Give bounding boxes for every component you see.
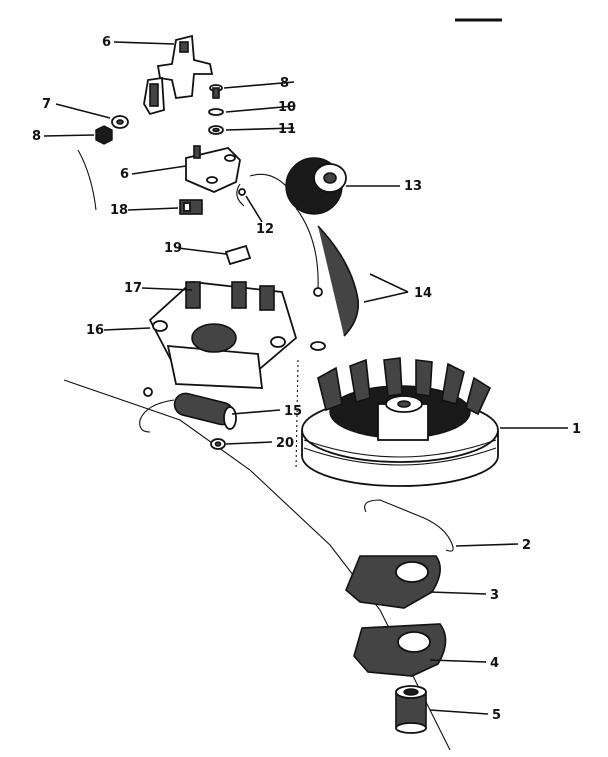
callout-9: 8 [280,76,289,91]
callout-labels: 6 8 7 10 11 8 6 13 18 12 19 14 17 16 15 … [32,35,581,723]
part-17-pole-pieces [185,281,275,311]
callout-19: 19 [164,241,182,256]
callout-6-top: 6 [102,35,111,50]
callout-6-lower: 6 [120,167,129,182]
part-8-nut [95,125,113,145]
part-11-washer [208,125,224,135]
part-3-cover [345,555,441,609]
part-7-washer [111,115,129,129]
part-5-bushing [395,685,427,734]
callout-18: 18 [110,203,128,218]
callout-14: 14 [414,286,432,301]
callout-8: 8 [32,129,41,144]
part-12-wire-clip [236,183,246,207]
part-6-lower-plate [185,145,241,193]
callout-5: 5 [492,708,501,723]
callout-15: 15 [284,404,302,419]
part-9-screw [209,84,223,99]
callout-20: 20 [276,436,294,451]
callout-3: 3 [490,588,499,603]
part-6-upper-bracket [143,34,214,116]
part-20-nut [210,438,226,450]
part-2-spring-clip [364,499,454,552]
part-4-gasket [353,623,447,677]
part-10-washer [208,108,224,116]
callout-13: 13 [404,179,422,194]
callout-11: 11 [278,122,296,137]
part-18-block [179,199,203,215]
callout-12: 12 [256,222,274,237]
part-14-leads [295,207,360,351]
leader-lines [43,41,568,715]
callout-2: 2 [522,538,531,553]
callout-4: 4 [490,656,499,671]
callout-16: 16 [86,323,104,338]
part-15-condenser [139,387,237,433]
callout-1: 1 [572,422,581,437]
callout-7: 7 [42,97,51,112]
callout-17: 17 [124,281,142,296]
part-19-plate [224,244,252,266]
part-1-flywheel [301,357,499,487]
part-13-coil [249,157,347,215]
callout-10: 10 [278,100,296,115]
